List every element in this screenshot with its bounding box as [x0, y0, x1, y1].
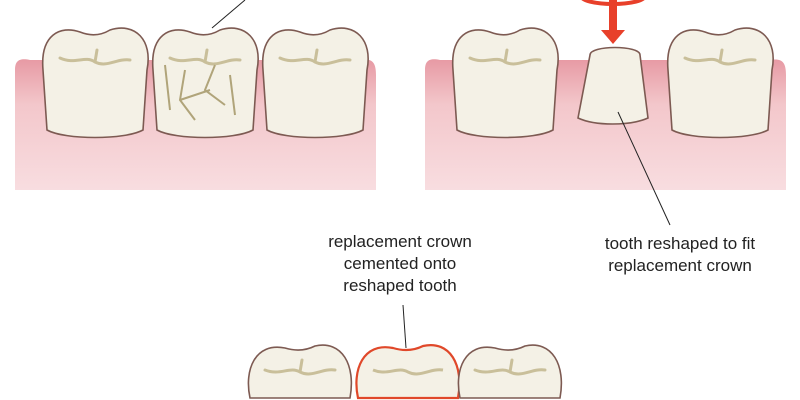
label-line: tooth reshaped to fit	[604, 234, 756, 253]
tooth	[451, 26, 560, 139]
crowned-tooth	[355, 344, 461, 400]
label-line: cemented onto	[343, 254, 457, 273]
label-line: reshaped tooth	[343, 276, 457, 295]
crowned-tooth-panel	[246, 304, 563, 400]
tooth	[456, 343, 563, 400]
label-line: replacement crown	[608, 256, 752, 275]
tooth	[246, 343, 353, 400]
label-line: replacement crown	[328, 232, 472, 251]
pointer-line	[211, 0, 246, 29]
tooth	[261, 26, 370, 139]
tooth	[666, 26, 775, 139]
crown-label: replacement crown cemented onto reshaped…	[300, 231, 500, 297]
cracked-tooth	[151, 26, 260, 139]
pointer-line	[617, 111, 671, 226]
tooth	[41, 26, 150, 139]
reshaped-tooth-panel	[425, 0, 786, 226]
reshaped-tooth-stump	[577, 46, 649, 125]
reshaped-tooth-label: tooth reshaped to fit replacement crown	[575, 233, 785, 277]
arrow-down-icon	[601, 0, 625, 44]
damaged-tooth-panel	[15, 0, 376, 190]
pointer-line	[402, 304, 407, 349]
